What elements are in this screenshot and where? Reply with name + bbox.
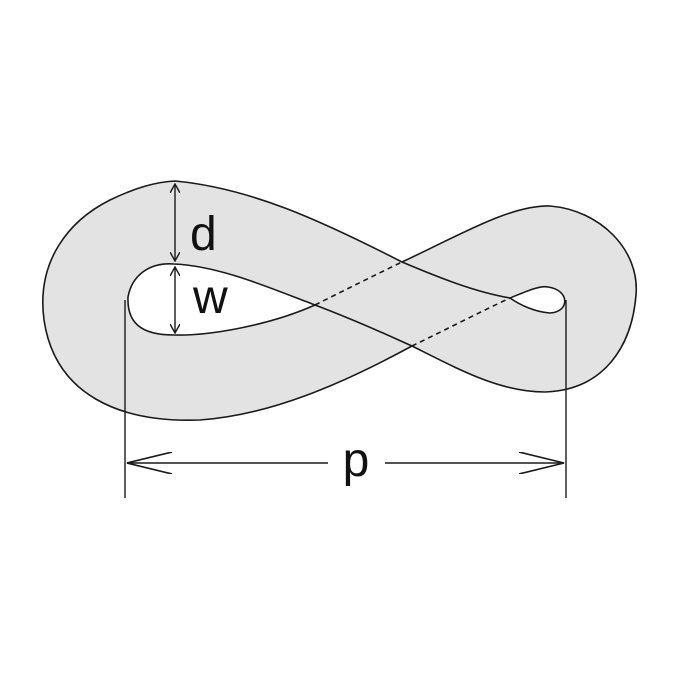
loop-band: [42, 180, 637, 421]
label-d: d: [190, 208, 217, 261]
label-p: p: [343, 434, 370, 487]
label-w: w: [192, 271, 228, 324]
strand-lower-dashed: [411, 297, 511, 347]
strand-upper: [314, 304, 413, 347]
strand-upper-dashed: [314, 261, 403, 306]
strand-lower: [401, 261, 511, 299]
